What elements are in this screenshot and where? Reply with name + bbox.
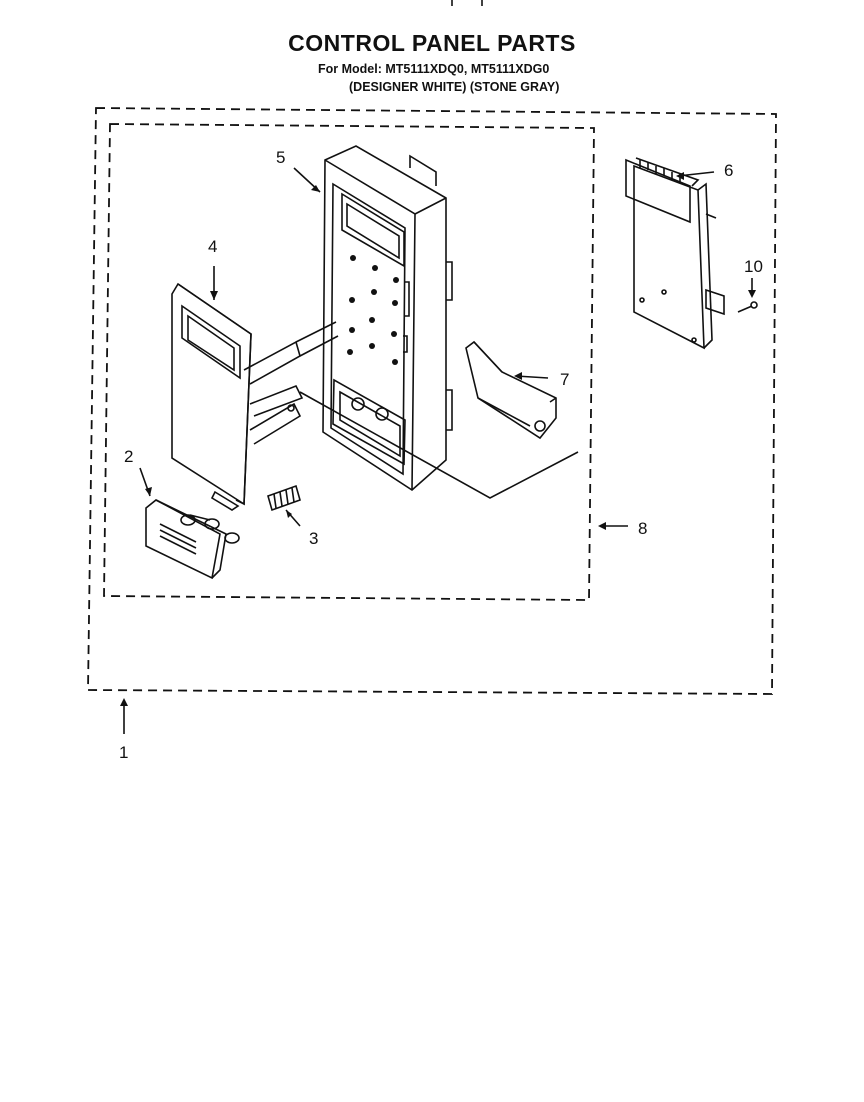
circuit-board [625,157,725,350]
assembly-boundary-inner [103,123,595,601]
touchpad-overlay [171,282,339,511]
callout-1: 1 [119,743,128,762]
model-line: For Model: MT5111XDQ0, MT5111XDG0 [318,62,550,76]
assembly-boundary-outer [87,107,777,695]
leader-lines [123,167,753,734]
callout-10: 10 [744,257,763,276]
callout-6: 6 [724,161,733,180]
callout-7: 7 [560,370,569,389]
callout-5: 5 [276,148,285,167]
callout-4: 4 [208,237,217,256]
screw [737,301,758,313]
leader-arrowheads [120,172,756,706]
spring [267,484,301,512]
color-variant-line: (DESIGNER WHITE) (STONE GRAY) [349,80,560,94]
callout-8: 8 [638,519,647,538]
diagram-title: CONTROL PANEL PARTS [288,30,576,56]
door-release-button [145,499,240,580]
callout-3: 3 [309,529,318,548]
latch-lever [465,340,557,440]
explode-guide-line [299,391,579,499]
control-panel-housing [322,145,453,492]
callout-2: 2 [124,447,133,466]
